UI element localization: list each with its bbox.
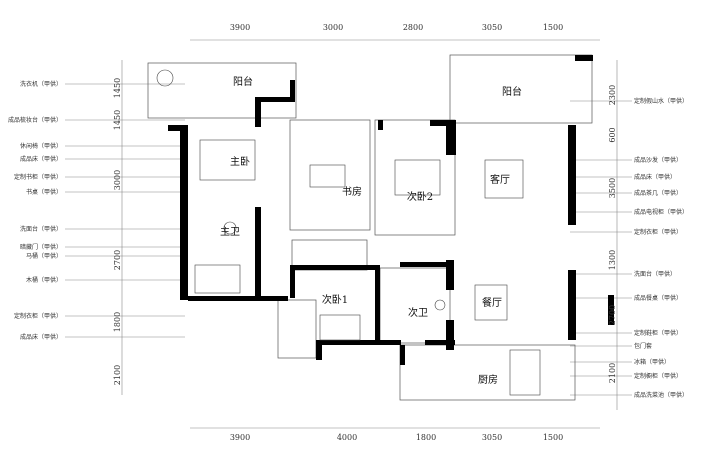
annotation-right: 洗面台（甲供） [634,270,676,278]
dimension-bottom: 3050 [482,433,502,442]
annotation-right: 定制衣柜（甲供） [634,228,682,236]
annotations: 洗衣机（甲供） 成品梳妆台（甲供） 休闲椅（甲供） 成品床（甲供） 定制书柜（甲供） 书桌… [8,80,688,399]
dimension-left: 2700 [113,250,122,270]
dimension-bottom: 1500 [543,433,563,442]
annotation-right: 成品茶几（甲供） [634,189,682,197]
dimension-top: 3900 [230,23,250,32]
annotation-left: 成品梳妆台（甲供） [8,116,62,124]
annotation-right: 包门套 [634,342,652,350]
dimension-bottom: 3900 [230,433,250,442]
annotation-left: 洗衣机（甲供） [20,80,62,88]
annotation-left: 木桶（甲供） [26,276,62,284]
annotation-left: 成品床（甲供） [20,155,62,163]
dimension-left: 1800 [113,312,122,332]
dimension-right: 600 [608,127,617,142]
room-label-kitchen: 厨房 [478,373,498,386]
room-label-second-bedroom-1: 次卧1 [322,293,348,306]
dimension-right: 1300 [608,250,617,270]
dimension-bottom: 1800 [416,433,436,442]
dimension-right: 2100 [608,363,617,383]
room-label-second-bathroom: 次卫 [408,306,428,319]
annotation-right: 定制假山水（甲供） [634,97,688,105]
dimension-top: 2800 [403,23,423,32]
dimension-top: 1500 [543,23,563,32]
dimension-lines [121,39,618,429]
room-label-balcony-1: 阳台 [233,75,253,88]
walls [147,54,614,401]
annotation-left: 马桶（甲供） [26,252,62,260]
room-label-study: 书房 [342,185,362,198]
annotation-right: 成品餐桌（甲供） [634,294,682,302]
room-label-second-bedroom-2: 次卧2 [407,190,433,203]
dimension-bottom: 4000 [337,433,357,442]
dimension-right: 3500 [608,178,617,198]
dimension-left: 1450 [113,110,122,130]
annotation-left: 休闲椅（甲供） [20,142,62,150]
annotation-left: 定制衣柜（甲供） [14,312,62,320]
dimension-top: 3000 [323,23,343,32]
annotation-right: 定制鞋柜（甲供） [634,329,682,337]
room-label-master-bathroom: 主卫 [220,226,240,238]
annotation-right: 定制橱柜（甲供） [634,372,682,380]
room-label-living-room: 客厅 [490,173,510,186]
dimension-right: 2300 [608,85,617,105]
room-label-master-bedroom: 主卧 [230,155,250,168]
annotation-right: 成品沙发（甲供） [634,156,682,164]
annotation-left: 成品床（甲供） [20,333,62,341]
dimension-top: 3050 [482,23,502,32]
annotation-leaders [65,83,632,396]
room-labels: 阳台阳台主卧书房次卧2客厅主卫次卧1次卫餐厅厨房 [220,75,522,386]
dimension-labels: 3900 3000 2800 3050 1500 3900 4000 1800 3050 1500… [113,23,617,442]
dimension-left: 3000 [113,170,122,190]
annotation-left: 书桌（甲供） [26,188,62,196]
annotation-right: 成品床（甲供） [634,173,676,181]
annotation-right: 成品洗菜池（甲供） [634,391,688,399]
annotation-left: 定制书柜（甲供） [14,173,62,181]
annotation-left: 洗面台（甲供） [20,225,62,233]
room-label-dining-room: 餐厅 [482,296,502,309]
annotation-right: 成品电视柜（甲供） [634,208,688,216]
annotation-right: 冰箱（甲供） [634,358,670,366]
dimension-left: 2100 [113,365,122,385]
dimension-right: 2700 [608,305,617,325]
dimension-left: 1450 [113,78,122,98]
room-label-balcony-2: 阳台 [502,85,522,98]
annotation-left: 暗藏门（甲供） [20,243,62,251]
